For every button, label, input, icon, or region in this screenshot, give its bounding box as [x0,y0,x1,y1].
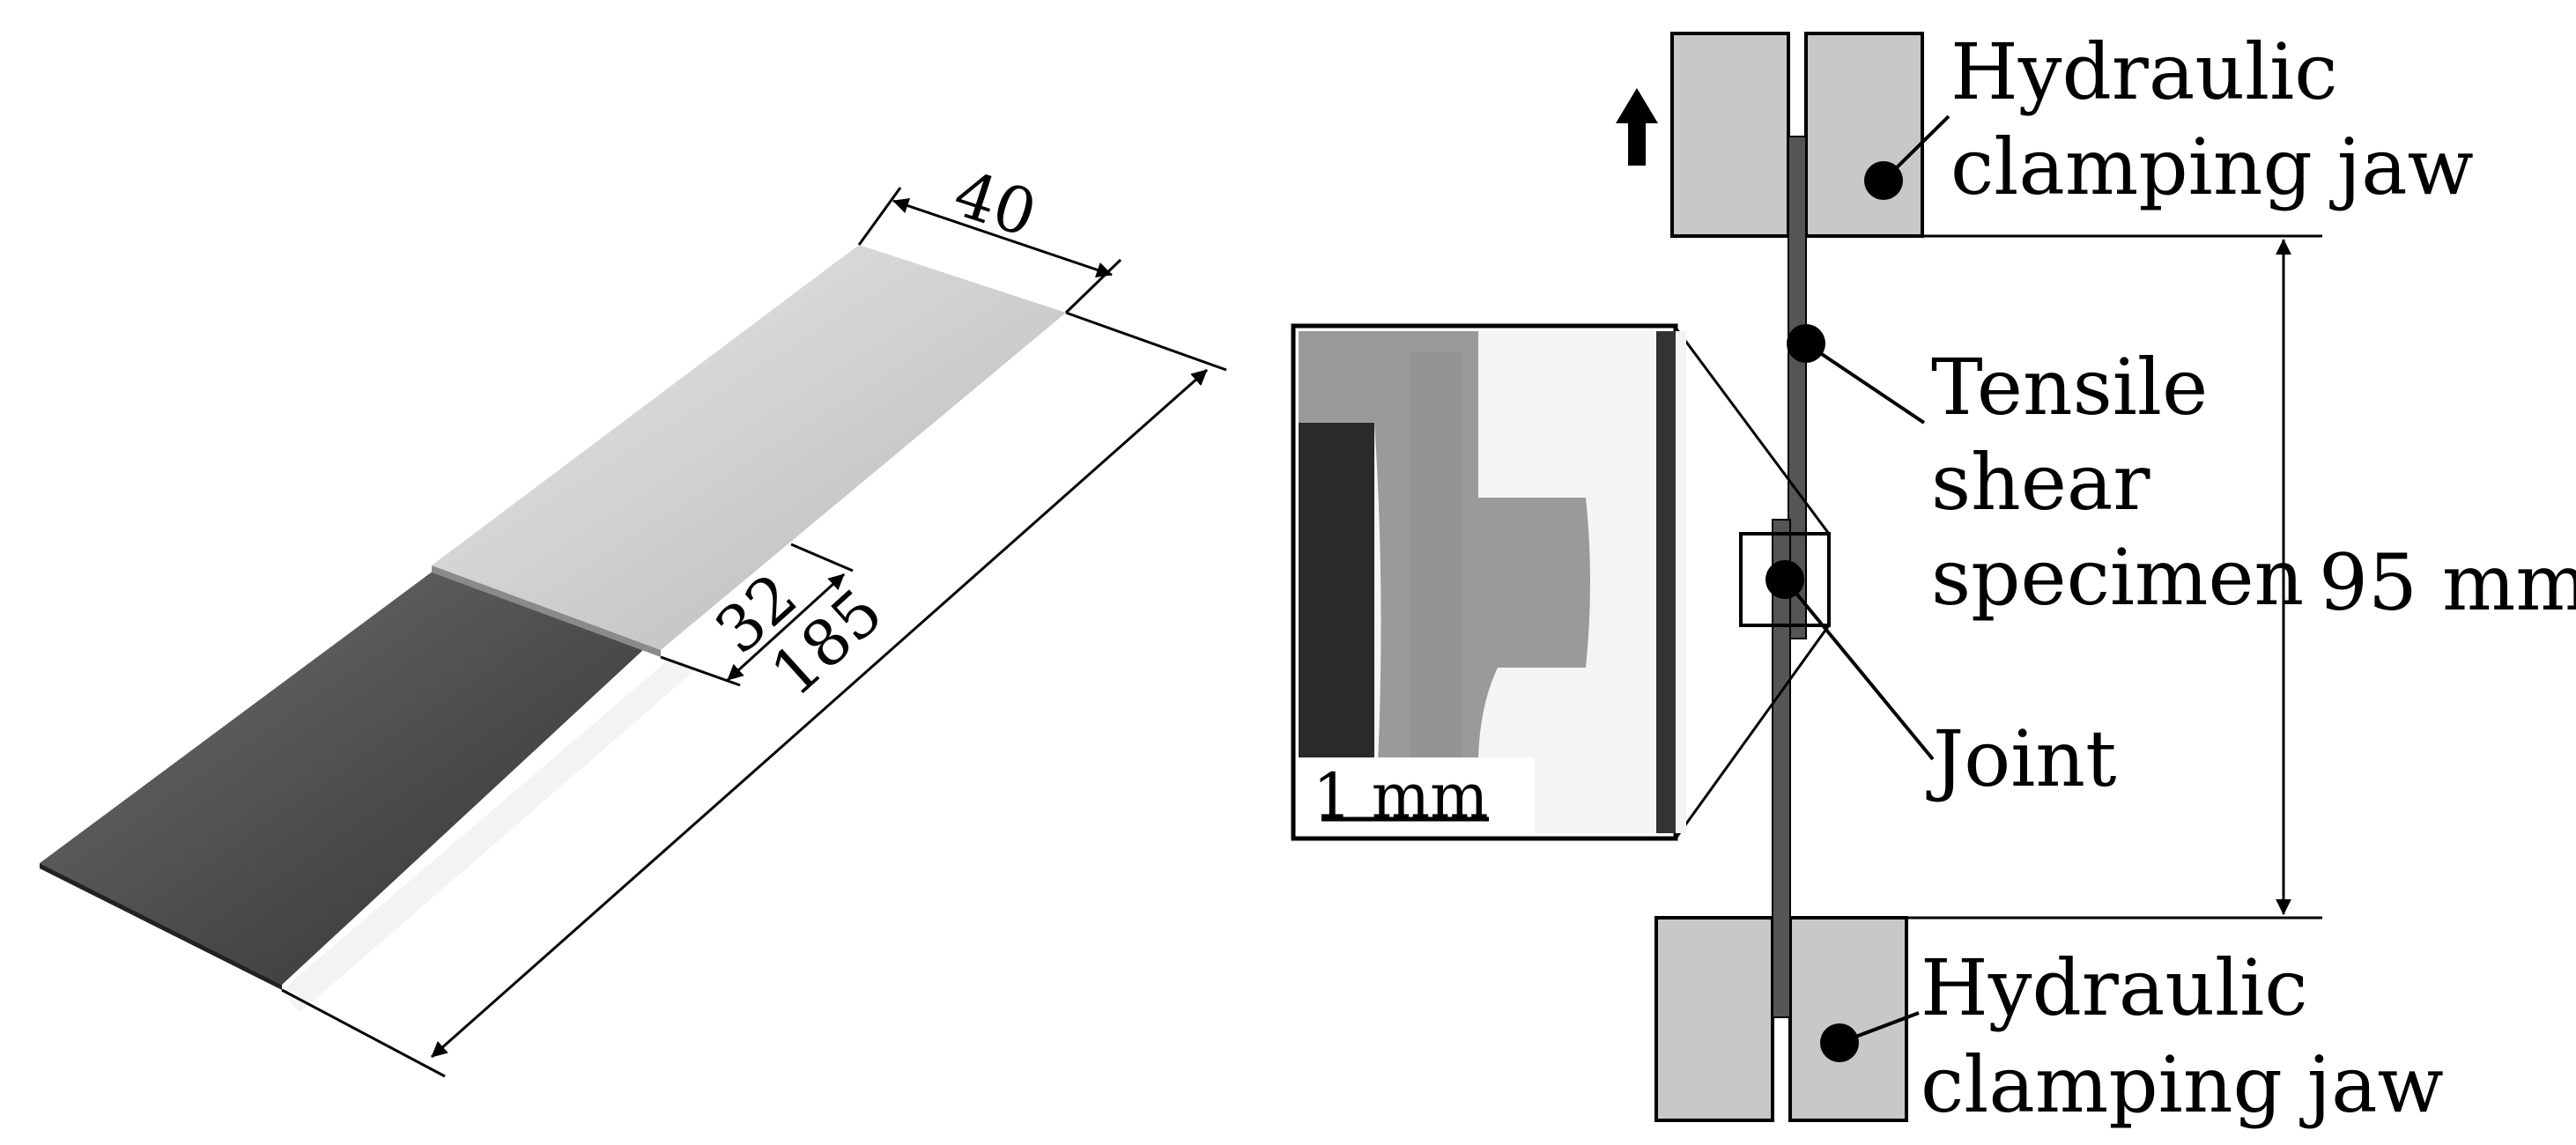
bottom-hydraulic-clamping-jaw [1654,916,1908,1122]
bottom-jaw-label-line2: clamping jaw [1921,1039,2444,1130]
bottom-jaw-label-line1: Hydraulic [1921,942,2308,1033]
top-jaw-label-line2: clamping jaw [1951,122,2474,212]
top-jaw-label-line1: Hydraulic [1951,26,2338,117]
tensile-shear-specimen [1772,136,1807,1018]
scale-bar-label: 1 mm [1313,760,1489,832]
zoom-line-bottom [1674,624,1831,839]
clamp-distance-label: 95 mm [2319,537,2576,628]
joint-leader [1765,560,1935,761]
lap-shear-specimen-3d [40,245,1066,1013]
zoom-line-top [1674,327,1831,535]
joint-micrograph: 1 mm [1291,323,1686,841]
bottom-jaw-leader [1820,1011,1920,1062]
specimen-label-line2: shear [1931,437,2150,528]
joint-label: Joint [1926,713,2116,804]
top-jaw-leader [1864,114,1951,200]
specimen-label-line3: specimen [1931,532,2304,623]
specimen-leader [1787,324,1926,425]
top-hydraulic-clamping-jaw [1670,32,1924,238]
pull-direction-arrow-up-icon [1616,88,1658,166]
dark-sheet-edge [40,863,282,990]
width-dimension-label: 40 [945,156,1045,251]
joint-highlight-box [1739,532,1831,627]
specimen-label-line1: Tensile [1931,342,2208,432]
